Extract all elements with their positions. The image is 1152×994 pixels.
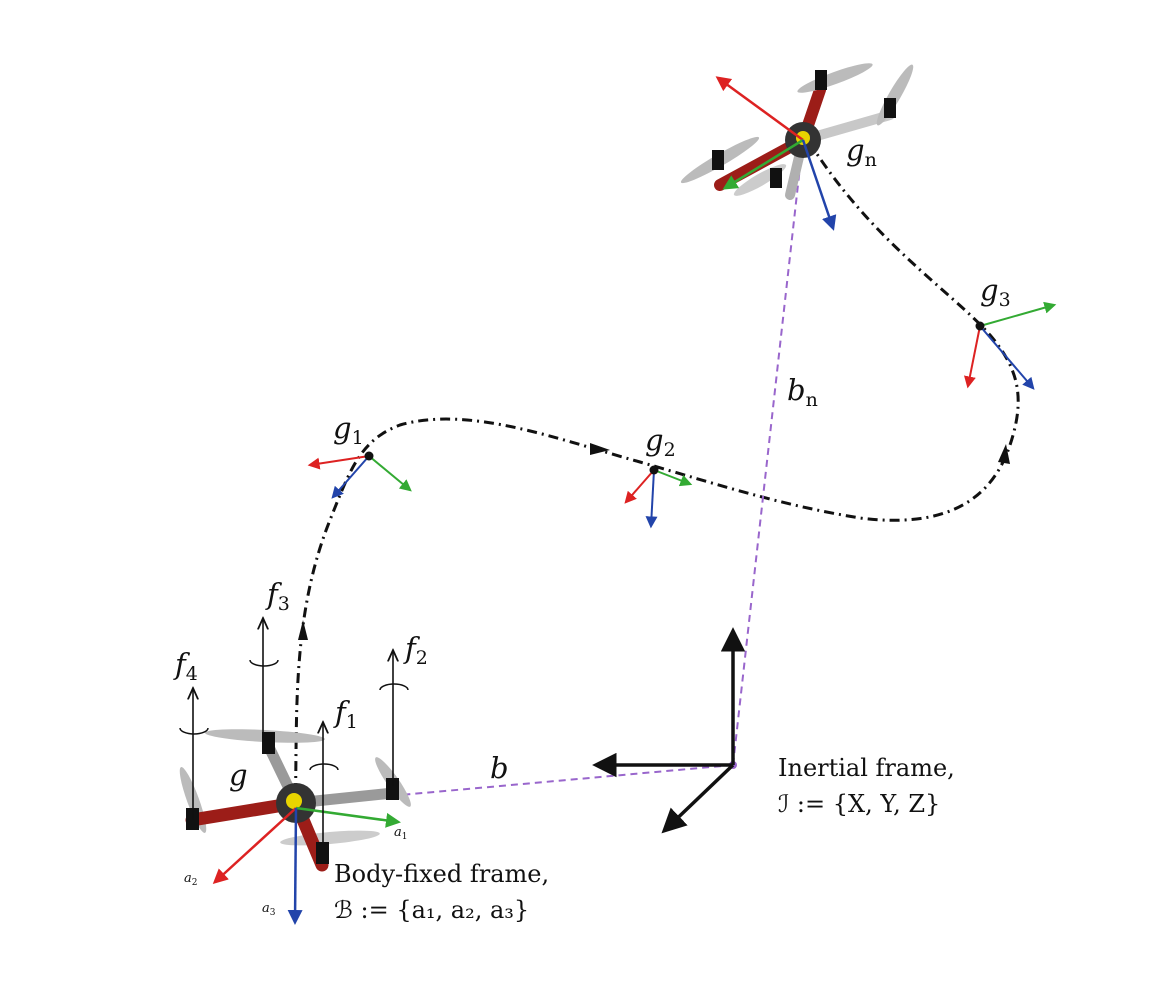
body-frame-definition: ℬ := {a₁, a₂, a₃} xyxy=(334,896,529,924)
inertial-frame-axes xyxy=(592,627,746,834)
label-initial-g: g xyxy=(229,758,248,792)
force-arrows xyxy=(193,618,393,842)
label-g3: g3 xyxy=(980,273,1011,311)
trajectory-arrow xyxy=(298,620,308,640)
trajectory-arrow xyxy=(590,443,610,455)
waypoint-g1-marker xyxy=(307,451,412,499)
inertial-frame-caption: Inertial frame, xyxy=(778,754,955,782)
label-g1: g1 xyxy=(333,411,364,449)
waypoint-g3-marker xyxy=(963,301,1057,390)
label-a2: a2 xyxy=(184,871,198,888)
label-f2: f2 xyxy=(403,631,428,669)
inertial-frame-definition: ℐ := {X, Y, Z} xyxy=(778,790,940,818)
quadrotor-goal-icon xyxy=(680,63,914,231)
label-f4: f4 xyxy=(173,647,198,685)
trajectory-arrow xyxy=(998,444,1010,464)
waypoint-g2-marker xyxy=(624,465,693,529)
trajectory-curve xyxy=(293,139,1020,816)
label-a1: a1 xyxy=(394,825,408,842)
label-f3: f3 xyxy=(265,577,290,615)
body-frame-caption: Body-fixed frame, xyxy=(334,860,549,888)
rotor-spin-indicators xyxy=(179,659,409,771)
position-vector-bn xyxy=(732,139,804,766)
label-b: b xyxy=(490,751,509,785)
label-gn: gn xyxy=(846,133,877,171)
label-a3: a3 xyxy=(262,901,276,918)
label-bn: bn xyxy=(787,373,818,411)
label-g2: g2 xyxy=(645,423,676,461)
quadrotor-start-icon xyxy=(179,729,411,925)
label-f1: f1 xyxy=(333,695,358,733)
